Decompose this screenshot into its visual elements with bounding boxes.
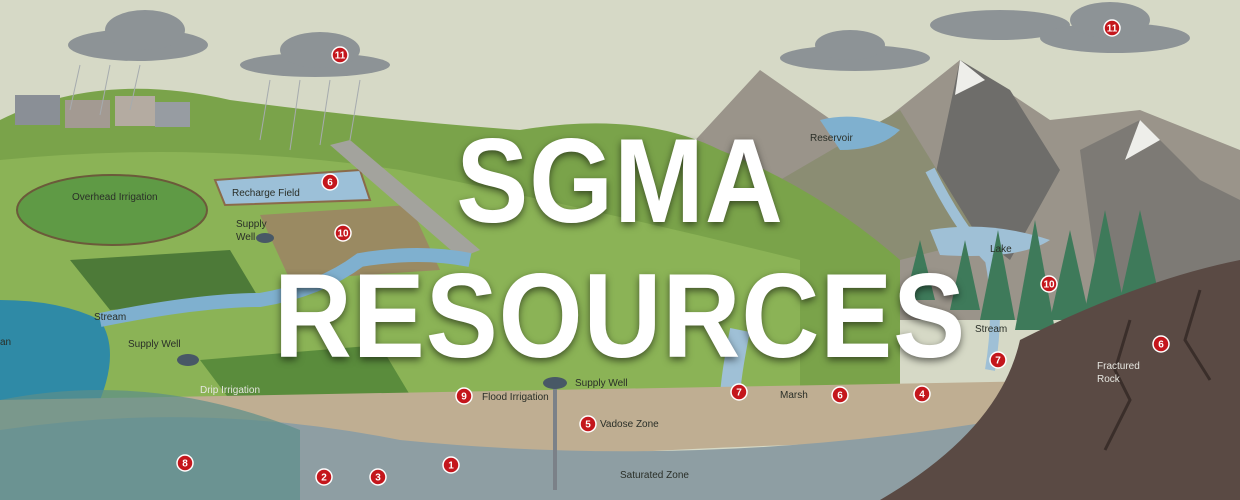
marker-6: 6 [1152, 335, 1170, 353]
label-reservoir: Reservoir [810, 133, 853, 144]
label-stream: Stream [975, 324, 1007, 335]
label-supply-well: Supply Well [128, 339, 181, 350]
marker-6: 6 [321, 173, 339, 191]
svg-text:6: 6 [837, 391, 843, 402]
marker-7: 7 [989, 351, 1007, 369]
svg-text:4: 4 [919, 390, 925, 401]
lake [930, 226, 1050, 256]
svg-text:11: 11 [335, 51, 346, 62]
label-fractured-rock: Fractured [1097, 361, 1140, 372]
label-supply-well: Well [236, 232, 255, 243]
marker-3: 3 [369, 468, 387, 486]
svg-text:7: 7 [995, 356, 1001, 367]
svg-text:1: 1 [448, 461, 454, 472]
ocean [0, 300, 110, 400]
svg-text:3: 3 [375, 473, 381, 484]
marker-11: 11 [331, 46, 349, 64]
stream [98, 248, 472, 327]
drip-irrigation-field [200, 345, 410, 400]
marker-4: 4 [913, 385, 931, 403]
label-marsh: Marsh [780, 390, 808, 401]
label-supply-well: Supply [236, 219, 267, 230]
svg-text:5: 5 [585, 420, 591, 431]
marker-11: 11 [1103, 19, 1121, 37]
rain [69, 64, 361, 151]
banner-title-line-1: SGMA [456, 114, 784, 248]
marker-8: 8 [176, 454, 194, 472]
label-vadose-zone: Vadose Zone [600, 419, 659, 430]
marker-1: 1 [442, 456, 460, 474]
marker-10: 10 [334, 224, 352, 242]
aquifer [0, 390, 300, 500]
svg-text:11: 11 [1107, 24, 1118, 35]
label-flood-irrigation: Flood Irrigation [482, 392, 549, 403]
marker-10: 10 [1040, 275, 1058, 293]
svg-text:2: 2 [321, 473, 327, 484]
marker-9: 9 [455, 387, 473, 405]
svg-text:7: 7 [736, 388, 742, 399]
marker-6: 6 [831, 386, 849, 404]
label-overhead-irrigation: Overhead Irrigation [72, 192, 158, 203]
svg-text:10: 10 [337, 229, 349, 240]
crop-rows [70, 250, 260, 310]
label-stream: Stream [94, 312, 126, 323]
marker-5: 5 [579, 415, 597, 433]
reservoir [820, 116, 900, 150]
town [15, 95, 190, 128]
label-lake: Lake [990, 244, 1012, 255]
svg-text:10: 10 [1043, 280, 1055, 291]
label-supply-well: Supply Well [575, 378, 628, 389]
marker-2: 2 [315, 468, 333, 486]
supply-well-icon [543, 377, 567, 389]
overhead-irrigation-field [16, 174, 208, 246]
label-saturated-zone: Saturated Zone [620, 470, 689, 481]
marker-7: 7 [730, 383, 748, 401]
road [330, 140, 480, 258]
fractured-rock [880, 260, 1240, 500]
svg-text:8: 8 [182, 459, 188, 470]
supply-well-icon [177, 354, 199, 366]
svg-text:9: 9 [461, 392, 467, 403]
svg-text:6: 6 [1158, 340, 1164, 351]
forest [905, 210, 1160, 330]
label-recharge-field: Recharge Field [232, 188, 300, 199]
svg-text:6: 6 [327, 178, 333, 189]
label-drip-irrigation: Drip Irrigation [200, 385, 260, 396]
label-fractured-rock: Rock [1097, 374, 1121, 385]
mountain-stream [925, 167, 1000, 371]
banner-title-line-2: RESOURCES [273, 249, 967, 383]
supply-well-icon [256, 233, 274, 243]
label-ocean: an [0, 337, 11, 348]
